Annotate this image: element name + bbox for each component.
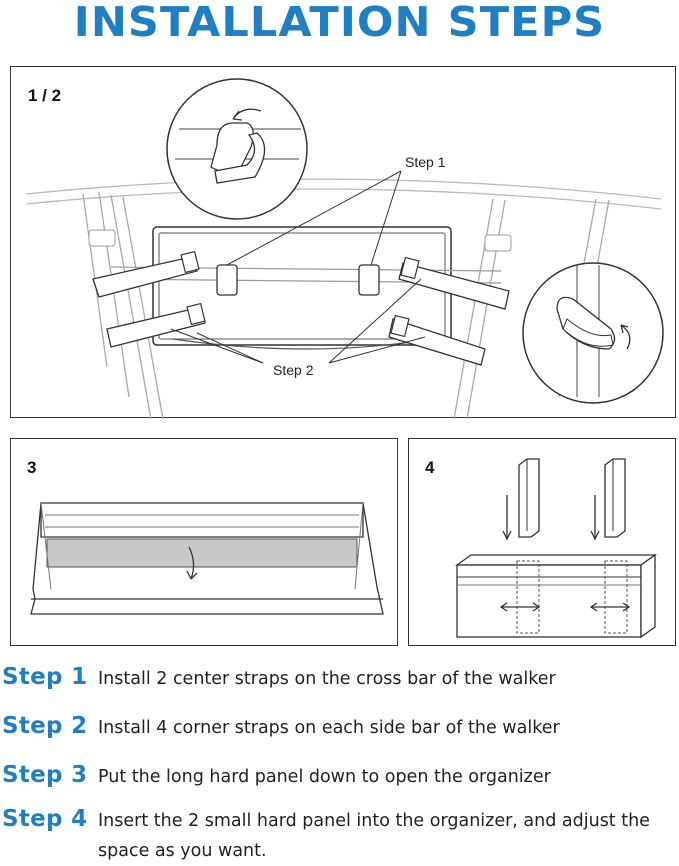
panel-step-4: 4 — [408, 438, 676, 646]
callout-step-1: Step 1 — [405, 154, 446, 170]
step-heading-2: Step 2 — [2, 713, 88, 739]
step-text-4: Insert the 2 small hard panel into the o… — [98, 811, 650, 861]
step-heading-1: Step 1 — [2, 664, 88, 690]
panel-label-3: 3 — [27, 458, 37, 477]
step-text-3: Put the long hard panel down to open the… — [98, 767, 551, 787]
panel-steps-1-2: 1 / 2 — [10, 66, 676, 419]
divider-insert-illustration — [454, 458, 658, 639]
panel-label-1-2: 1 / 2 — [28, 86, 62, 105]
step-heading-4: Step 4 — [2, 806, 88, 832]
panel-label-4: 4 — [425, 458, 435, 477]
page-title: INSTALLATION STEPS — [73, 0, 606, 46]
panel-step-3: 3 — [10, 438, 398, 646]
step-text-1: Install 2 center straps on the cross bar… — [98, 669, 556, 689]
walker-strap-illustration — [25, 78, 664, 419]
organizer-open-illustration — [30, 502, 384, 615]
callout-step-2: Step 2 — [273, 362, 314, 378]
step-heading-3: Step 3 — [2, 762, 88, 788]
step-text-2: Install 4 corner straps on each side bar… — [98, 718, 560, 738]
